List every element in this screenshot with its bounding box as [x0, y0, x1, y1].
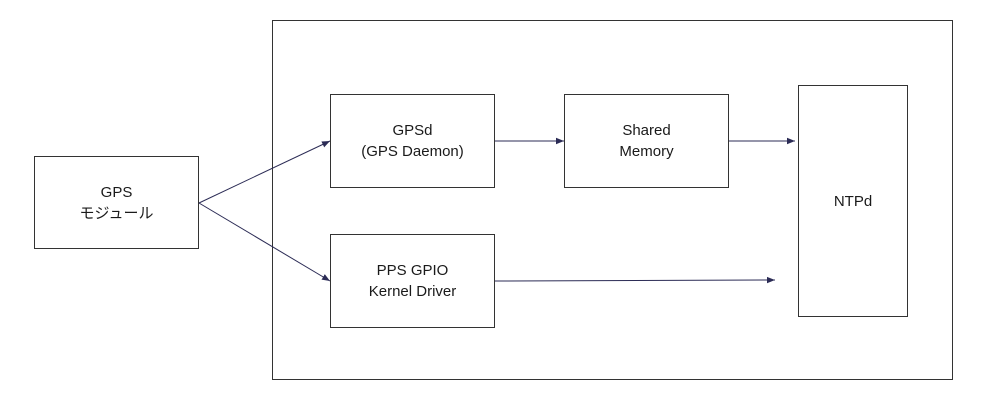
- gps-module-label-line1: GPS: [100, 183, 133, 201]
- shared-memory-node: Shared Memory: [564, 94, 729, 188]
- pps-driver-label-line2: Kernel Driver: [368, 283, 457, 300]
- gpsd-label-line1: GPSd: [392, 122, 433, 139]
- gpsd-node: GPSd (GPS Daemon): [330, 94, 495, 188]
- shared-memory-label-line2: Memory: [619, 143, 674, 160]
- ntpd-label: NTPd: [833, 192, 873, 210]
- ntpd-node: NTPd: [798, 85, 908, 317]
- pps-driver-label-line1: PPS GPIO: [376, 262, 449, 279]
- gps-module-node: GPS モジュール: [34, 156, 199, 249]
- gpsd-label-line2: (GPS Daemon): [361, 143, 464, 160]
- pps-driver-node: PPS GPIO Kernel Driver: [330, 234, 495, 328]
- gps-module-label-line2: モジュール: [79, 204, 154, 222]
- shared-memory-label-line1: Shared: [622, 122, 671, 139]
